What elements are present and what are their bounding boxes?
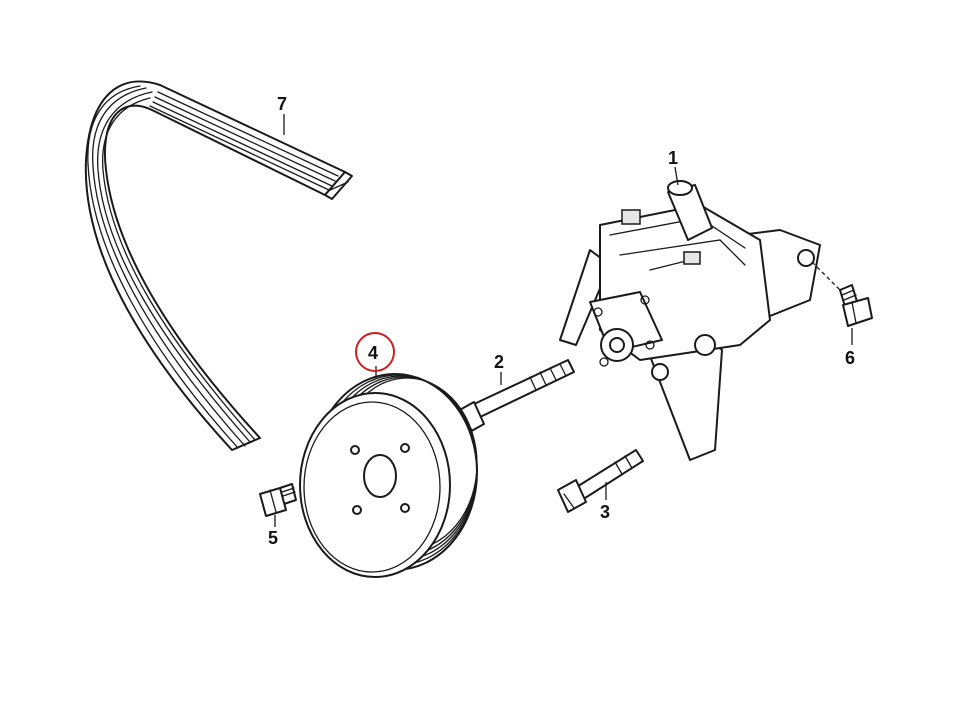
short-bolt [557,449,644,513]
pulley [299,373,478,578]
callout-7: 7 [277,94,287,114]
callout-4: 4 [368,343,378,363]
callout-5: 5 [268,528,278,548]
drive-belt [84,80,353,451]
callout-1: 1 [668,148,678,168]
highlight-circle [355,332,395,372]
pulley-bolt [259,483,297,517]
long-bolt [455,359,575,435]
callout-6: 6 [845,348,855,368]
callout-2: 2 [494,352,504,372]
callout-3: 3 [600,502,610,522]
mount-bolt [839,284,873,327]
steering-pump [559,180,841,461]
leader-1 [674,166,679,186]
